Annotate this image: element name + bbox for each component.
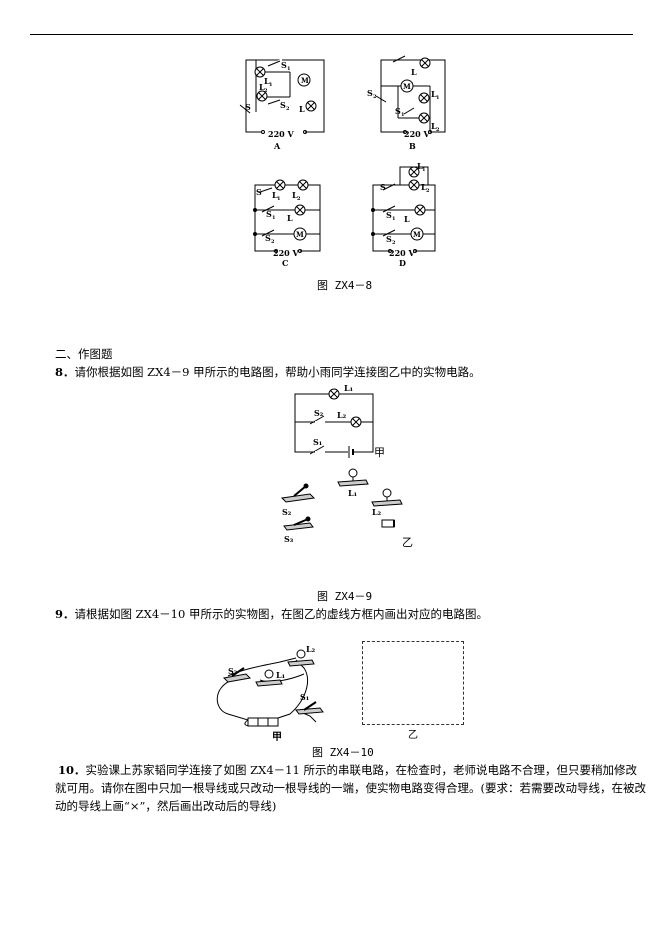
q9-label-yi: 乙 [408,730,418,741]
q9-text: 请根据如图 ZX4－10 甲所示的实物图，在图乙的虚线方框内画出对应的电路图。 [74,607,488,621]
label-a-s1: S [281,60,287,70]
voltage-b: 220 V [404,129,430,139]
circuit-diagram-b [375,55,446,134]
label-a-l1: L [264,76,270,86]
label-b-s1: S [395,106,401,116]
svg-text:2: 2 [264,88,268,94]
q9-label-l2: L₂ [306,644,316,654]
label-b-l: L [411,67,417,77]
answer-dashed-box[interactable] [362,641,464,725]
q9-label-s1: S₁ [300,692,309,702]
q10-line-3: 动的导线上画“×”，然后画出改动后的导线) [55,799,277,813]
q9-label-jia: 甲 [272,731,282,743]
label-c-s: S [256,187,262,197]
question-9: 9．请根据如图 ZX4－10 甲所示的实物图，在图乙的虚线方框内画出对应的电路图… [55,605,488,623]
q8-label-jia: 甲 [374,446,385,459]
svg-text:2: 2 [426,188,430,194]
q8-label-l1: L₁ [344,383,353,393]
svg-text:2: 2 [297,196,301,202]
label-b-l1: L [431,89,437,99]
header-rule [30,34,633,35]
svg-text:1: 1 [287,66,290,72]
svg-text:1: 1 [269,82,272,88]
svg-text:1: 1 [277,196,280,202]
letter-a: A [273,141,281,151]
circuit-diagram-jia-8 [294,388,374,458]
voltage-a: 220 V [268,129,294,139]
svg-text:1: 1 [436,95,439,101]
voltage-c: 220 V [273,248,299,258]
label-d-m: M [413,230,421,239]
q8-label-s1: S₁ [313,437,322,447]
label-c-m: M [296,230,304,239]
q8-phys-label-s3: S₃ [284,534,294,544]
label-c-l1: L [272,190,278,200]
q10-number: 10． [58,763,86,777]
label-b-s2: S [367,88,373,98]
label-d-s1: S [386,210,392,220]
svg-text:1: 1 [272,215,275,221]
q8-label-l2: L₂ [337,410,347,420]
svg-text:2: 2 [373,94,377,100]
caption-zx4-8: 图 ZX4－8 [317,279,373,292]
label-b-m: M [403,82,411,91]
q8-number: 8． [55,365,75,379]
label-a-l: L [299,104,305,114]
section-title: 二、作图题 [55,347,113,361]
q8-phys-label-s2: S₂ [282,507,292,517]
q9-label-s2: S₂ [228,666,238,676]
svg-text:2: 2 [286,106,290,112]
label-a-s2: S [280,100,286,110]
label-d-l: L [404,214,410,224]
svg-text:2: 2 [436,127,440,133]
caption-zx4-9: 图 ZX4－9 [317,590,373,603]
figure-zx4-10-jia: S₂ L₁ L₂ S₁ 甲 [216,644,324,743]
svg-text:1: 1 [401,112,404,118]
label-c-l2: L [292,190,298,200]
circuit-diagram-a [239,59,325,134]
label-d-s2: S [386,234,392,244]
label-c-s1: S [266,209,272,219]
q8-phys-label-l1: L₁ [348,488,357,498]
q8-text: 请你根据如图 ZX4－9 甲所示的电路图，帮助小雨同学连接图乙中的实物电路。 [74,365,481,379]
svg-text:1: 1 [392,216,395,222]
q10-line-1: 实验课上苏家韬同学连接了如图 ZX4－11 所示的串联电路，在检查时，老师说电路… [85,763,637,777]
letter-c: C [282,258,288,268]
label-b-l2: L [431,121,437,131]
label-d-s: S [380,182,386,192]
label-a-l2: L [259,82,265,92]
svg-text:1: 1 [422,167,425,173]
physical-components-yi-8 [280,468,403,531]
letter-b: B [409,141,416,151]
voltage-d: 220 V [389,248,415,258]
q10-line-2: 就可用。请你在图中只加一根导线或只改动一根导线的一端，使实物电路变得合理。(要求… [55,781,646,795]
q9-number: 9． [55,607,75,621]
q8-phys-label-l2: L₂ [372,507,382,517]
figure-zx4-9: L₁ S₂ L₂ S₁ 甲 L₁ L₂ S₂ S₃ 乙 [280,383,413,549]
circuit-diagram-c [253,179,321,253]
question-8: 8．请你根据如图 ZX4－9 甲所示的电路图，帮助小雨同学连接图乙中的实物电路。 [55,363,481,381]
q8-label-yi: 乙 [402,536,413,549]
label-a-m: M [301,76,309,85]
svg-text:2: 2 [392,240,396,246]
svg-text:2: 2 [271,239,275,245]
circuit-diagram-d [371,166,436,253]
caption-zx4-10: 图 ZX4－10 [312,746,374,759]
label-d-l1: L [417,161,423,171]
label-d-l2: L [421,182,427,192]
label-a-s: S [245,102,251,112]
letter-d: D [399,258,406,268]
question-10-line-1: 10．实验课上苏家韬同学连接了如图 ZX4－11 所示的串联电路，在检查时，老师… [58,761,637,779]
label-c-s2: S [265,233,271,243]
q8-label-s2: S₂ [314,408,324,418]
q9-label-l1: L₁ [276,670,285,680]
label-c-l: L [287,213,293,223]
